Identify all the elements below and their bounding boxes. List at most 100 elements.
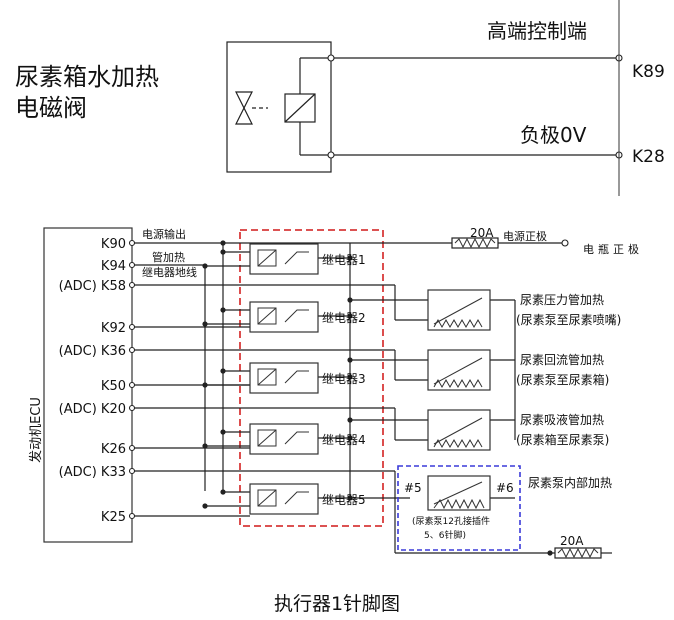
- pump-pin-5: #5: [404, 481, 422, 495]
- heater-arrow-icon: [433, 297, 483, 325]
- relay-label: 继电器3: [322, 372, 366, 386]
- solenoid-section: 尿素箱水加热 电磁阀 高端控制端 负极0V K89 K28: [15, 0, 665, 196]
- coil-icon: [284, 57, 331, 156]
- heater-1: 尿素压力管加热 (尿素泵至尿素喷嘴): [427, 289, 621, 331]
- relay-ground-label: 继电器地线: [142, 265, 197, 279]
- relay-coil-diag: [257, 307, 277, 325]
- ecu-pin-terminal: [128, 381, 136, 389]
- relay-body: [249, 243, 319, 275]
- battery-positive-label: 电瓶正极: [583, 242, 643, 256]
- pump-pin-6: #6: [496, 481, 514, 495]
- junction-dot: [347, 313, 353, 319]
- pump-note-line2: 5、6针脚): [424, 529, 466, 541]
- relay-body: [249, 423, 319, 455]
- relay-switch-icon: [284, 251, 309, 265]
- pump-note-line1: (尿素泵12孔接插件: [412, 515, 490, 527]
- ecu-pin-terminal: [128, 346, 136, 354]
- pump-heater: #5 #6 (尿素泵12孔接插件 5、6针脚): [404, 475, 514, 541]
- solenoid-valve-box: [226, 41, 332, 173]
- component-label-line1: 尿素箱水加热: [15, 63, 159, 91]
- junction-dot: [347, 297, 353, 303]
- relay-4: 继电器4: [249, 423, 366, 455]
- heater-desc: (尿素泵至尿素箱): [516, 372, 609, 387]
- relay-body: [249, 483, 319, 515]
- junction-dot: [347, 435, 353, 441]
- relay-body: [249, 362, 319, 394]
- heater-2: 尿素回流管加热 (尿素泵至尿素箱): [427, 349, 609, 391]
- relay-1: 继电器1: [249, 243, 366, 275]
- relay-switch-icon: [284, 431, 309, 445]
- valve-icon: [235, 91, 268, 125]
- heater-arrow-icon: [433, 357, 483, 385]
- heater-name: 尿素回流管加热: [520, 352, 604, 367]
- relay-coil-icon: [257, 489, 277, 507]
- ecu-pin-k33: (ADC) K33: [59, 465, 136, 480]
- relay-2: 继电器2: [249, 301, 366, 333]
- relay-coil-icon: [257, 307, 277, 325]
- pump-heater-label: 尿素泵内部加热: [528, 475, 612, 490]
- ecu-pin-k58: (ADC) K58: [59, 279, 136, 294]
- fuse-2: 20A: [554, 534, 602, 559]
- pin-k89: K89: [632, 62, 665, 82]
- ecu-pin-k50: K50: [101, 379, 136, 394]
- ecu-pin-k36: (ADC) K36: [59, 344, 136, 359]
- heater-coil-icon: [433, 318, 483, 329]
- pin-k28: K28: [632, 147, 665, 167]
- relay-body: [249, 301, 319, 333]
- heater-desc: (尿素箱至尿素泵): [516, 432, 609, 447]
- ecu-pin-terminal: [128, 281, 136, 289]
- junction-dot: [202, 263, 208, 269]
- relay-coil-diag: [257, 429, 277, 447]
- ecu-pin-terminal: [128, 404, 136, 412]
- heater-desc: (尿素泵至尿素喷嘴): [516, 313, 621, 327]
- relay-label: 继电器2: [322, 311, 366, 325]
- high-side-label: 高端控制端: [487, 19, 587, 43]
- ecu-pin-terminal: [128, 239, 136, 247]
- heater-name: 尿素压力管加热: [520, 292, 604, 307]
- ecu-pin-k92: K92: [101, 321, 136, 336]
- ecu-pin-label: (ADC) K58: [59, 279, 126, 294]
- ecu-pin-terminal: [128, 444, 136, 452]
- ecu-pin-label: (ADC) K20: [59, 402, 126, 417]
- ecu-pin-k25: K25: [101, 510, 136, 525]
- ecu-pin-label: K50: [101, 379, 126, 394]
- junction-dot: [347, 374, 353, 380]
- junction-dot: [547, 550, 553, 556]
- heater-3: 尿素吸液管加热 (尿素箱至尿素泵): [427, 409, 609, 451]
- fuse-1-label: 20A: [470, 226, 494, 240]
- relay-label: 继电器4: [322, 433, 366, 447]
- ecu-pin-label: K92: [101, 321, 126, 336]
- diagram-caption: 执行器1针脚图: [274, 593, 400, 615]
- power-out-label: 电源输出: [142, 227, 186, 241]
- junction-dot: [347, 357, 353, 363]
- relay-label: 继电器5: [322, 493, 366, 507]
- relay-coil-diag: [257, 368, 277, 386]
- ecu-pin-terminal: [128, 467, 136, 475]
- relay-switch-icon: [284, 491, 309, 505]
- junction-dot: [347, 417, 353, 423]
- ecu-pin-k94: K94: [101, 259, 136, 274]
- fuse-1: 20A: [451, 226, 499, 249]
- ecu-pin-label: K90: [101, 237, 126, 252]
- ecu-pin-label: (ADC) K36: [59, 344, 126, 359]
- relay-label: 继电器1: [322, 253, 366, 267]
- ecu-label: 发动机ECU: [28, 397, 44, 463]
- ecu-pin-terminal: [128, 323, 136, 331]
- component-label-line2: 电磁阀: [15, 94, 87, 122]
- ecu-pin-label: K26: [101, 442, 126, 457]
- relay-coil-icon: [257, 249, 277, 267]
- relay-group-box: [239, 229, 384, 527]
- fuse-2-label: 20A: [560, 534, 584, 548]
- ecu-pin-terminal: [128, 261, 136, 269]
- relay-5: 继电器5: [249, 483, 366, 515]
- ecu-pin-label: K94: [101, 259, 126, 274]
- power-positive-label: 电源正极: [503, 229, 547, 243]
- relay-coil-diag: [257, 249, 277, 267]
- heater-name: 尿素吸液管加热: [520, 412, 604, 427]
- junction-dot: [202, 321, 208, 327]
- ecu-pin-label: (ADC) K33: [59, 465, 126, 480]
- heater-arrow-icon: [433, 417, 483, 445]
- junction-dot: [202, 443, 208, 449]
